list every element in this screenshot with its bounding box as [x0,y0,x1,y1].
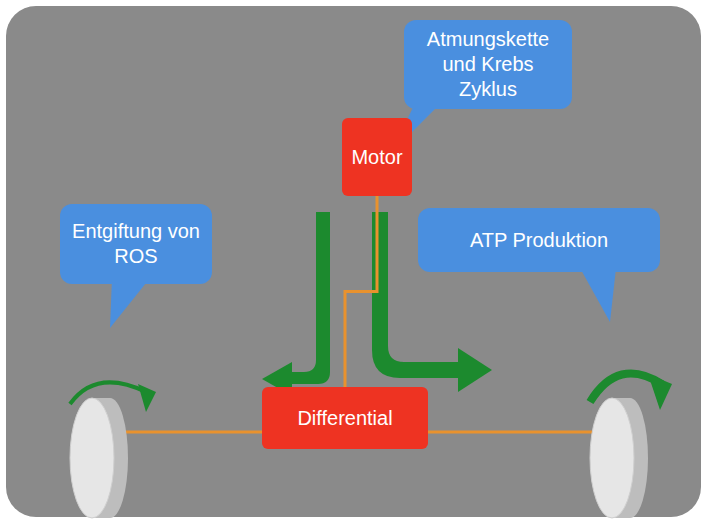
node-label: Atmungskette und Krebs Zyklus [412,27,564,102]
left-wheel [70,398,128,518]
differential-box: Differential [262,387,428,449]
arrowhead [138,384,156,412]
node-label: Entgiftung von ROS [68,219,204,269]
arrowhead [648,374,672,410]
node-label: Differential [297,406,392,431]
callout-bubble: ATP Produktion [418,208,660,272]
right-wheel [590,398,648,518]
callout-bubble: Atmungskette und Krebs Zyklus [404,20,572,109]
node-label: ATP Produktion [470,228,608,253]
background-panel [6,6,701,517]
motor-box: Motor [342,118,412,196]
axle-connector [345,196,377,387]
node-label: Motor [351,145,402,170]
callout-bubble: Entgiftung von ROS [60,204,212,284]
